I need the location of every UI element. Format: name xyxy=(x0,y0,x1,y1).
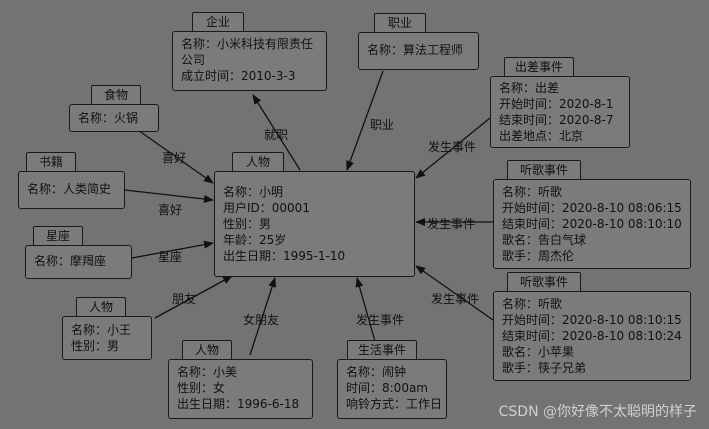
node-field: 出生日期：1996-6-18 xyxy=(177,397,300,411)
edge-label-music-event-1: 发生事件 xyxy=(427,217,476,231)
node-field: 歌手：周杰伦 xyxy=(502,249,575,263)
node-title: 企业 xyxy=(192,12,244,31)
edge-music2-line xyxy=(415,265,494,321)
node-title: 食物 xyxy=(91,85,141,104)
edge-work-line xyxy=(252,94,301,171)
node-body: 名称：算法工程师 xyxy=(358,32,479,70)
node-field: 时间：8:00am xyxy=(346,381,428,395)
node-title: 听歌事件 xyxy=(507,272,581,291)
node-body: 名称：小米科技有限责任公司 成立时间：2010-3-3 xyxy=(172,31,327,91)
node-body: 名称：听歌 开始时间：2020-8-10 08:10:15 结束时间：2020-… xyxy=(493,291,691,381)
node-title: 人物 xyxy=(76,297,126,316)
edge-label-job: 职业 xyxy=(370,118,395,132)
node-field: 名称：火锅 xyxy=(78,111,139,125)
node-field: 性别：男 xyxy=(223,217,272,231)
node-body: 名称：小美 性别：女 出生日期：1996-6-18 xyxy=(168,359,313,419)
node-title: 出差事件 xyxy=(504,57,574,76)
edge-food-line xyxy=(137,129,214,184)
node-field: 结束时间：2020-8-10 08:10:10 xyxy=(502,217,682,231)
node-field: 开始时间：2020-8-1 xyxy=(499,97,614,111)
node-field: 名称：出差 xyxy=(499,81,560,95)
edge-label-like-book: 喜好 xyxy=(158,203,183,217)
node-field: 名称：摩羯座 xyxy=(34,254,107,268)
edge-label-music-event-2: 发生事件 xyxy=(431,292,480,306)
edge-label-life-event: 发生事件 xyxy=(356,313,405,327)
node-field: 结束时间：2020-8-10 08:10:24 xyxy=(502,329,682,343)
node-field: 成立时间：2010-3-3 xyxy=(181,69,296,83)
node-field: 响铃方式：工作日 xyxy=(346,397,443,411)
node-field: 名称：小明 xyxy=(223,185,284,199)
edge-label-work: 就职 xyxy=(264,128,289,142)
node-body: 名称：闹钟 时间：8:00am 响铃方式：工作日 xyxy=(337,359,447,419)
node-body: 名称：小明 用户ID：00001 性别：男 年龄：25岁 出生日期：1995-1… xyxy=(214,171,415,277)
watermark-text: CSDN @你好像不太聪明的样子 xyxy=(498,404,697,420)
node-field: 名称：听歌 xyxy=(502,297,563,311)
node-field: 开始时间：2020-8-10 08:10:15 xyxy=(502,313,682,327)
node-field: 结束时间：2020-8-7 xyxy=(499,113,614,127)
edge-trip-line xyxy=(415,117,491,179)
node-title: 星座 xyxy=(33,226,83,245)
node-field: 出生日期：1995-1-10 xyxy=(223,249,346,263)
node-title: 人物 xyxy=(182,340,232,359)
node-body: 名称：摩羯座 xyxy=(25,245,132,279)
edge-friend-line xyxy=(154,275,233,319)
node-body: 名称：人类简史 xyxy=(18,171,125,209)
node-field: 性别：男 xyxy=(71,339,120,353)
edge-label-girlfriend: 女朋友 xyxy=(243,313,280,327)
node-field: 年龄：25岁 xyxy=(223,233,287,247)
node-field: 性别：女 xyxy=(177,381,226,395)
node-field: 名称：小米科技有限责任公司 xyxy=(181,37,314,67)
node-field: 歌名：告白气球 xyxy=(502,233,587,247)
node-body: 名称：听歌 开始时间：2020-8-10 08:06:15 结束时间：2020-… xyxy=(493,179,691,269)
node-title: 生活事件 xyxy=(347,340,417,359)
edge-label-zodiac: 星座 xyxy=(158,250,183,264)
edge-girlfriend-line xyxy=(249,277,277,356)
edge-life-line xyxy=(355,277,379,353)
node-title: 职业 xyxy=(374,13,426,32)
node-body: 名称：出差 开始时间：2020-8-1 结束时间：2020-8-7 出差地点：北… xyxy=(490,76,630,148)
node-title: 书籍 xyxy=(26,152,76,171)
edge-book-line xyxy=(124,189,214,203)
node-field: 名称：人类简史 xyxy=(27,182,112,196)
node-field: 名称：算法工程师 xyxy=(367,43,464,57)
edge-zodiac-line xyxy=(131,240,214,259)
node-field: 名称：小王 xyxy=(71,323,132,337)
node-field: 名称：闹钟 xyxy=(346,365,407,379)
node-field: 出差地点：北京 xyxy=(499,129,584,143)
node-field: 用户ID：00001 xyxy=(223,201,310,215)
node-body: 名称：火锅 xyxy=(69,104,159,132)
node-field: 歌手：筷子兄弟 xyxy=(502,361,587,375)
node-field: 名称：小美 xyxy=(177,365,238,379)
node-title: 人物 xyxy=(232,152,284,171)
node-field: 名称：听歌 xyxy=(502,185,563,199)
node-field: 歌名：小苹果 xyxy=(502,345,575,359)
edge-job-line xyxy=(346,70,384,171)
node-title: 听歌事件 xyxy=(507,160,581,179)
node-body: 名称：小王 性别：男 xyxy=(62,316,152,360)
edge-label-friend: 朋友 xyxy=(172,292,197,306)
edge-label-like-food: 喜好 xyxy=(162,151,187,165)
node-field: 开始时间：2020-8-10 08:06:15 xyxy=(502,201,682,215)
edge-label-trip-event: 发生事件 xyxy=(428,140,477,154)
